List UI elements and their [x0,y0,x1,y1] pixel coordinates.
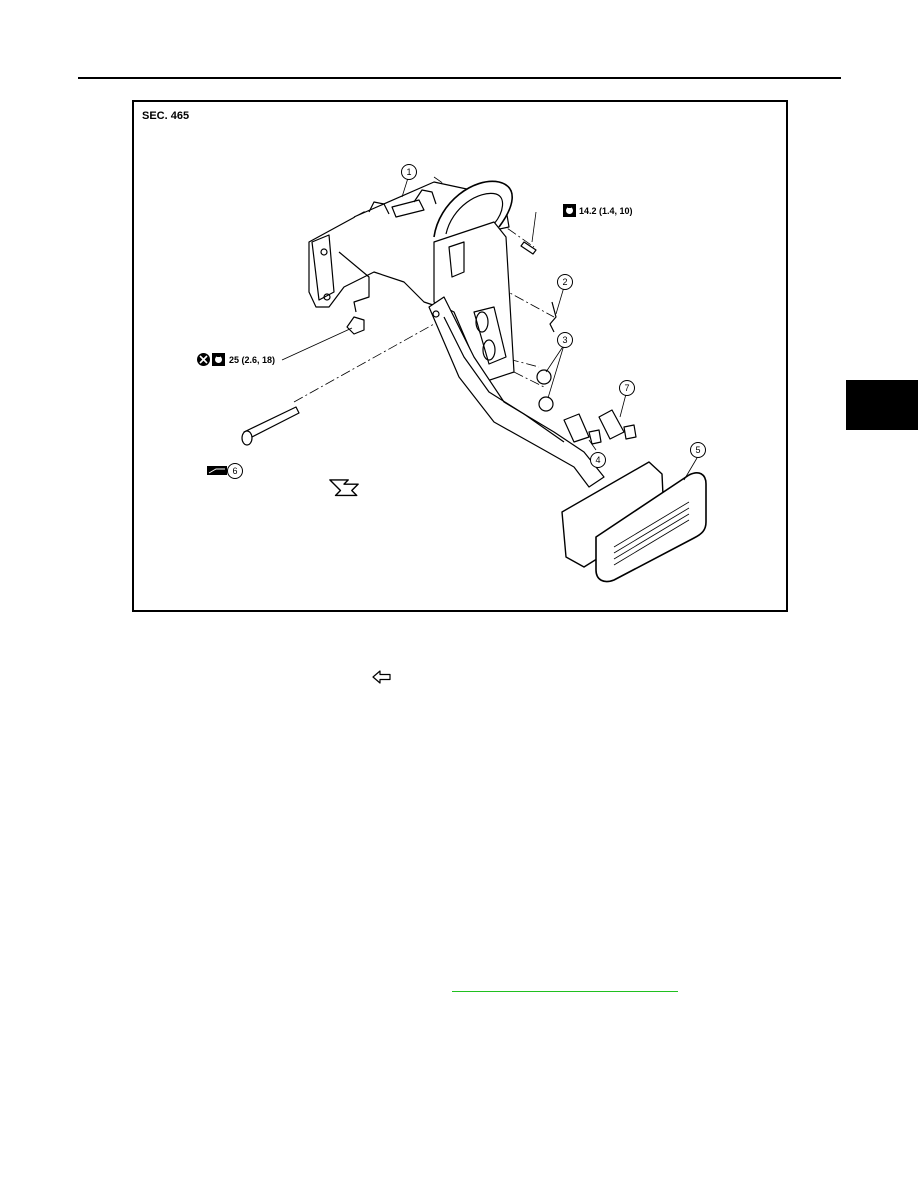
torque-wrench-icon [563,204,576,217]
exploded-view-figure: SEC. 465 [132,100,788,612]
callout-1: 1 [401,164,417,180]
section-label: SEC. 465 [142,110,190,122]
grease-icon [207,466,227,475]
callout-7: 7 [619,380,635,396]
never-reuse-icon [197,353,210,366]
front-arrow-icon [372,670,391,684]
header-rule [78,77,841,79]
callout-5: 5 [690,442,706,458]
torque-spec-nut: 25 (2.6, 18) [229,355,276,365]
callout-2: 2 [557,274,573,290]
hyperlink-underline[interactable] [452,991,678,992]
pedal-assembly-drawing [241,176,707,583]
torque-spec-bolt: 14.2 (1.4, 10) [579,206,633,216]
callout-3: 3 [557,332,573,348]
callout-6: 6 [227,463,243,479]
callout-4: 4 [590,452,606,468]
section-index-tab [846,380,918,430]
torque-wrench-icon [212,353,225,366]
